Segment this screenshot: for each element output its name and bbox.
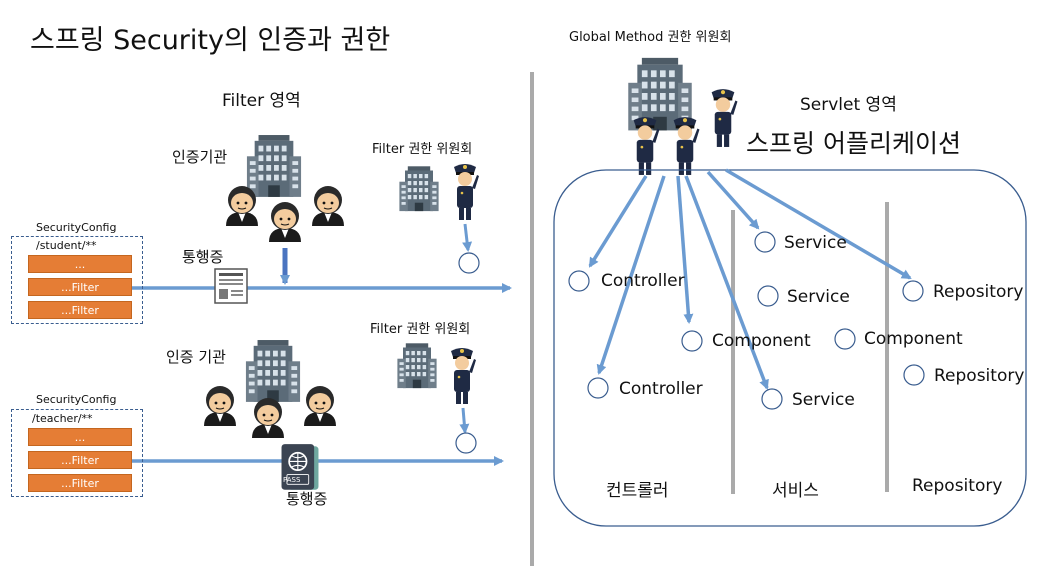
node-label-controller: Controller xyxy=(601,271,685,291)
node-label-controller: Controller xyxy=(619,379,703,399)
service-node xyxy=(757,285,779,307)
police-icon xyxy=(454,164,479,220)
node-label-component: Component xyxy=(864,329,963,349)
top-filter-chip: ...Filter xyxy=(28,278,132,296)
top-config-box: /student/** ... ...Filter ...Filter xyxy=(11,236,143,324)
top-police-arrow xyxy=(462,223,473,252)
service-node xyxy=(761,388,783,410)
servlet-area-label: Servlet 영역 xyxy=(800,95,897,115)
person-icon xyxy=(203,385,237,426)
column-label-service: 서비스 xyxy=(772,481,819,501)
arrow-to-service-1 xyxy=(706,170,760,230)
controller-node xyxy=(568,270,590,292)
arrow-to-component-1 xyxy=(676,175,694,324)
column-label-repository: Repository xyxy=(912,476,1003,496)
bottom-pass-label: 통행증 xyxy=(286,490,328,508)
arrow-to-repository-1 xyxy=(725,168,912,280)
bottom-police-arrow xyxy=(459,407,470,434)
bottom-filter-chip: ... xyxy=(28,428,132,446)
bottom-check-node xyxy=(455,432,477,454)
component-node xyxy=(834,328,856,350)
id-card-icon xyxy=(214,268,248,304)
bottom-auth-org-label: 인증 기관 xyxy=(166,348,226,366)
person-icon xyxy=(311,185,345,226)
arrow-to-controller-2 xyxy=(596,175,666,375)
person-icon xyxy=(225,185,259,226)
arrow-to-controller-1 xyxy=(588,175,648,268)
person-icon xyxy=(303,385,337,426)
building-icon xyxy=(397,343,437,389)
repository-node xyxy=(903,364,925,386)
top-config-path: /student/** xyxy=(36,239,97,252)
bottom-committee-label: Filter 권한 위원회 xyxy=(370,322,471,337)
filter-area-label: Filter 영역 xyxy=(222,91,301,111)
application-container xyxy=(553,169,1027,527)
person-icon xyxy=(251,397,285,438)
top-pass-label: 통행증 xyxy=(182,248,224,266)
passport-pass-text: PASS xyxy=(283,476,301,484)
police-icon xyxy=(711,89,738,147)
repository-node xyxy=(902,280,924,302)
top-filter-chip: ...Filter xyxy=(28,301,132,319)
global-method-label: Global Method 권한 위원회 xyxy=(569,30,732,45)
top-auth-org-label: 인증기관 xyxy=(172,148,228,166)
node-label-service: Service xyxy=(787,287,850,307)
top-filter-chip: ... xyxy=(28,255,132,273)
bottom-filter-chip: ...Filter xyxy=(28,474,132,492)
top-config-title: SecurityConfig xyxy=(36,221,117,234)
column-label-controller: 컨트롤러 xyxy=(606,481,669,501)
service-node xyxy=(754,231,776,253)
bottom-filter-chip: ...Filter xyxy=(28,451,132,469)
top-check-node xyxy=(458,252,480,274)
police-icon xyxy=(673,117,700,175)
top-committee-label: Filter 권한 위원회 xyxy=(372,142,473,157)
node-label-service: Service xyxy=(792,390,855,410)
controller-node xyxy=(587,377,609,399)
bottom-config-path: /teacher/** xyxy=(32,412,93,425)
police-icon xyxy=(451,348,476,404)
building-icon xyxy=(245,340,301,402)
app-title: 스프링 어플리케이션 xyxy=(746,129,961,158)
page-title: 스프링 Security의 인증과 권한 xyxy=(30,25,391,56)
person-icon xyxy=(268,201,302,242)
node-label-repository: Repository xyxy=(933,282,1024,302)
bottom-config-title: SecurityConfig xyxy=(36,393,117,406)
building-icon xyxy=(246,135,302,197)
component-node xyxy=(681,330,703,352)
bottom-config-box: /teacher/** ... ...Filter ...Filter xyxy=(11,409,143,497)
arrow-to-service-3 xyxy=(684,175,769,390)
node-label-service: Service xyxy=(784,233,847,253)
building-icon xyxy=(399,166,439,212)
node-label-repository: Repository xyxy=(934,366,1025,386)
node-label-component: Component xyxy=(712,331,811,351)
